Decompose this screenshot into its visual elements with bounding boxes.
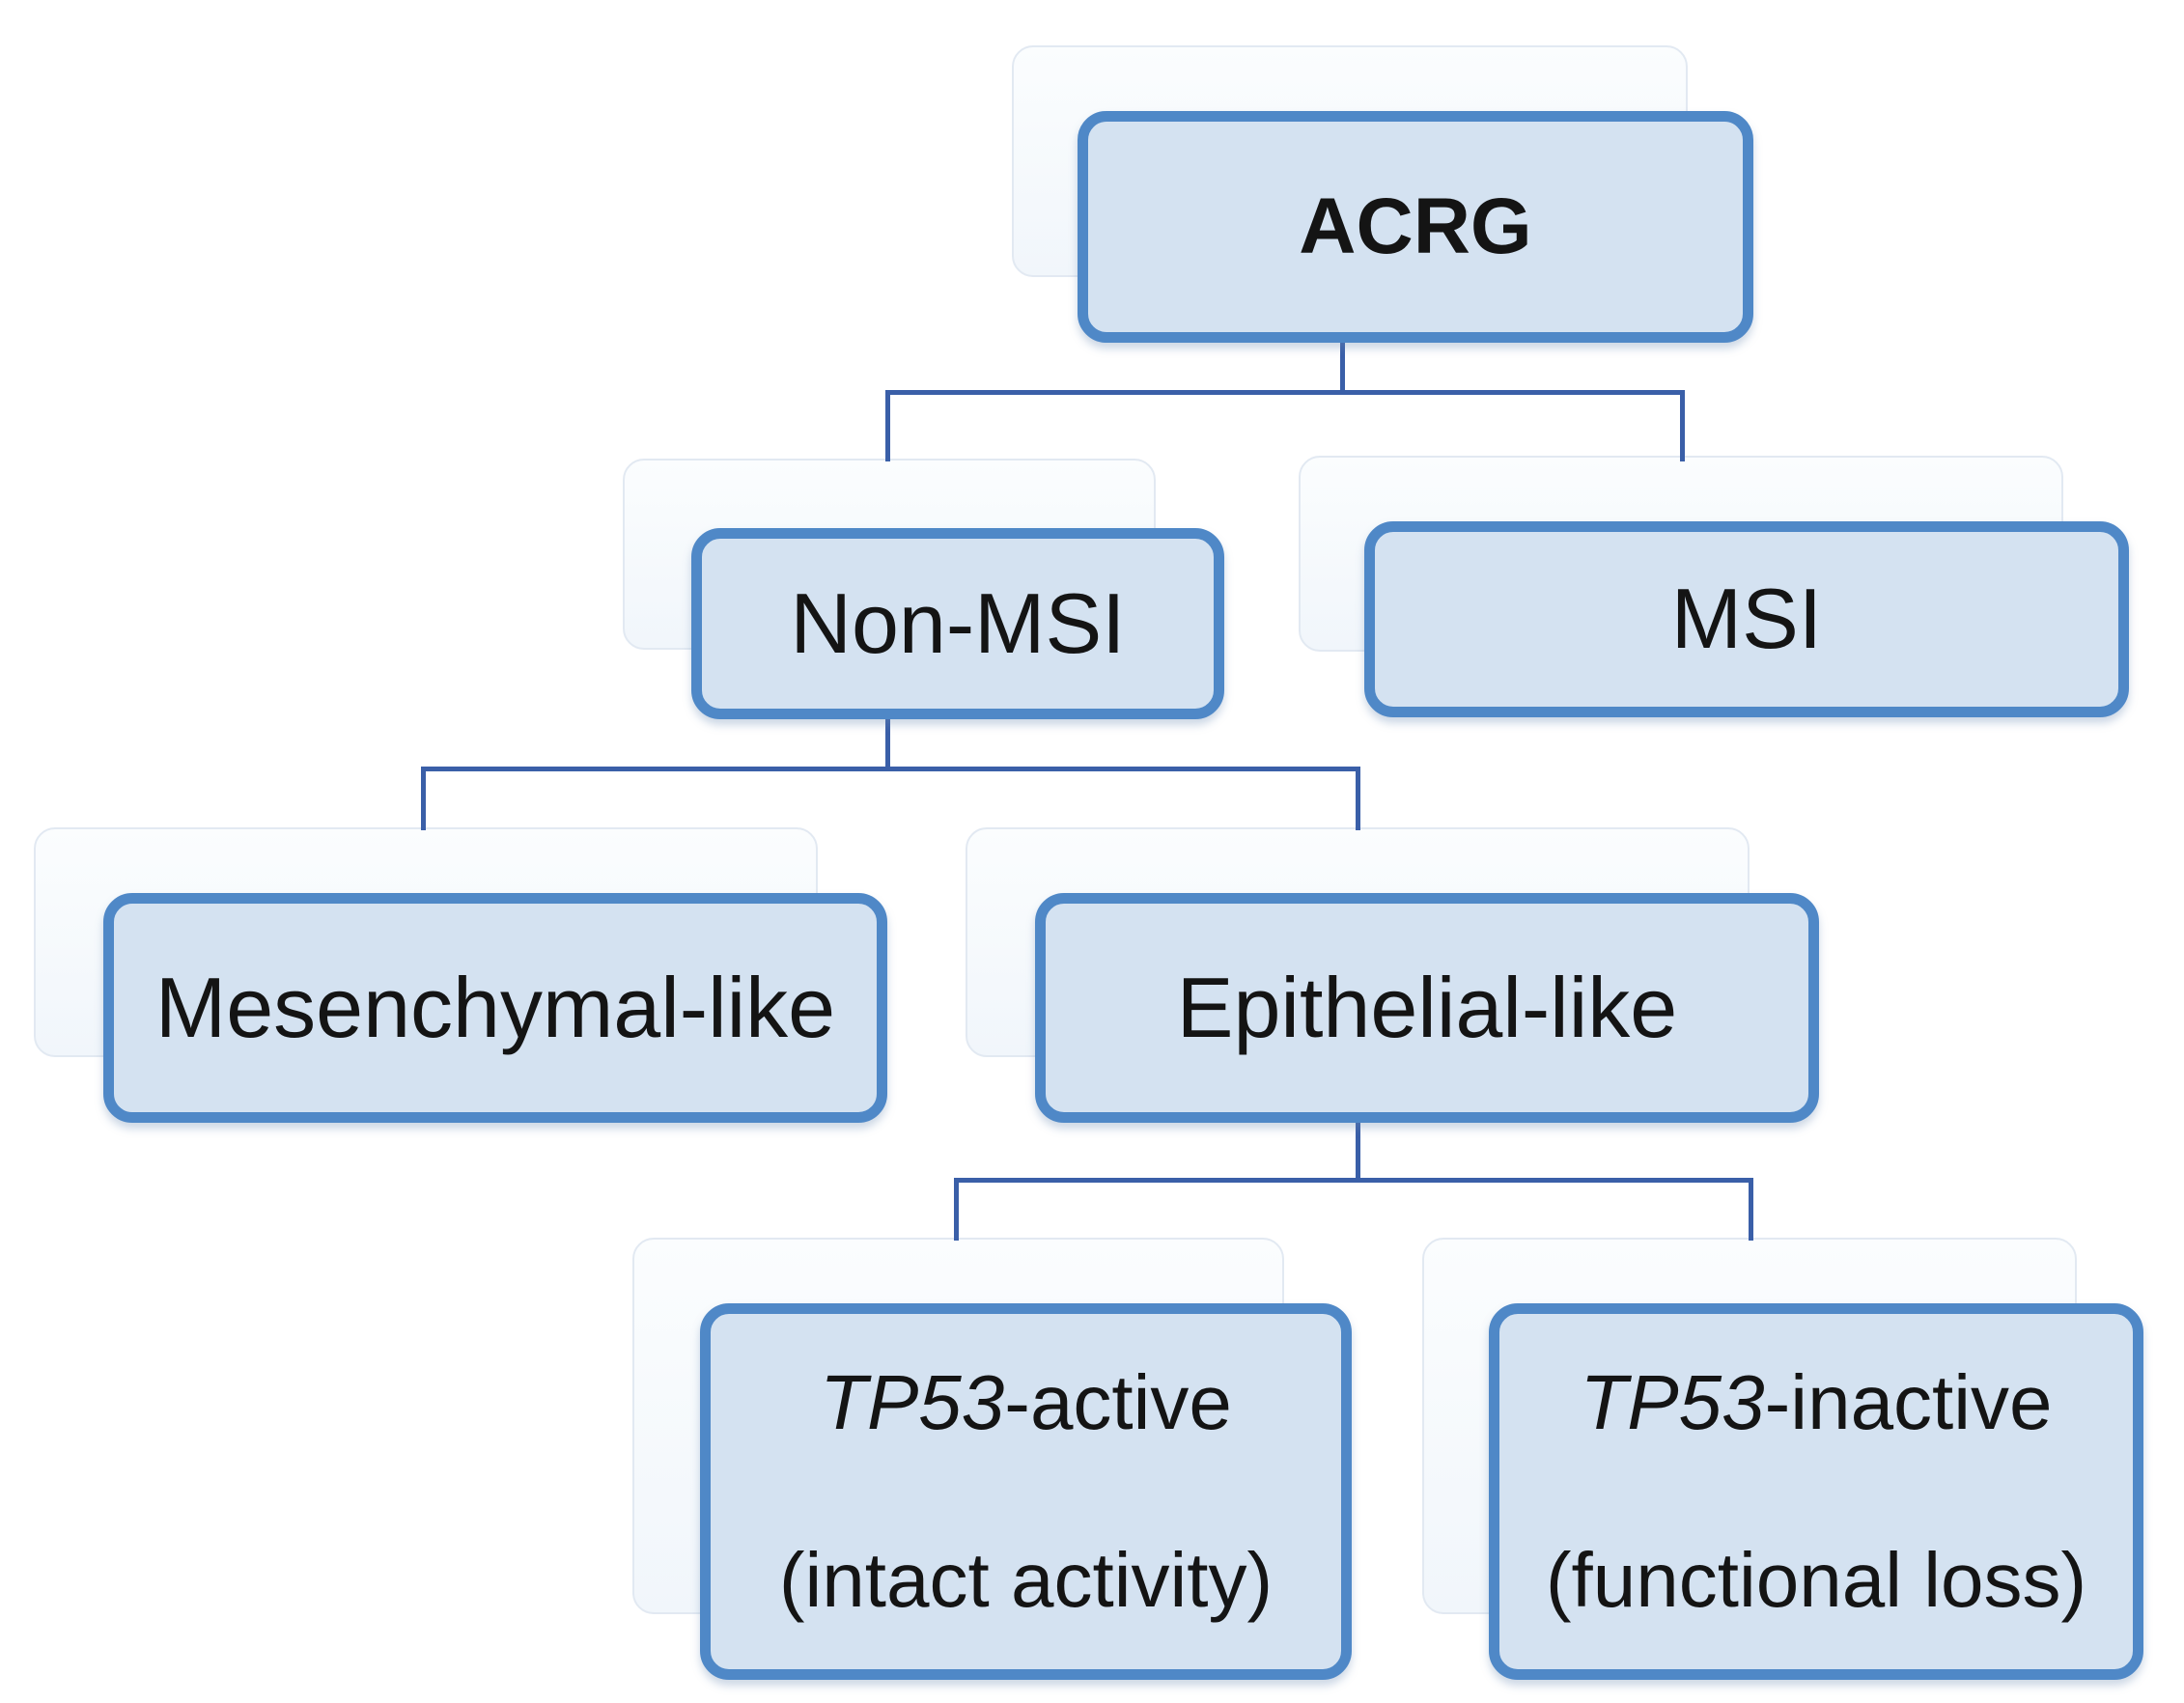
node-mesenchymal-like: Mesenchymal-like bbox=[103, 893, 887, 1123]
node-acrg-label: ACRG bbox=[1299, 181, 1532, 270]
tp53-inactive-suffix: -inactive bbox=[1764, 1359, 2053, 1445]
tp53-active-suffix: -active bbox=[1004, 1359, 1232, 1445]
connector-non-msi-crossbar bbox=[423, 767, 1360, 771]
node-msi: MSI bbox=[1364, 521, 2129, 717]
node-tp53-inactive: TP53-inactive (functional loss) bbox=[1489, 1303, 2143, 1680]
connector-drop-tp53-inactive bbox=[1749, 1178, 1753, 1241]
connector-non-msi-stem bbox=[885, 717, 890, 771]
connector-epithelial-stem bbox=[1356, 1121, 1360, 1183]
node-tp53-active-title: TP53-active bbox=[820, 1362, 1232, 1443]
connector-drop-epithelial bbox=[1356, 767, 1360, 830]
node-msi-label: MSI bbox=[1670, 571, 1823, 667]
node-non-msi-label: Non-MSI bbox=[790, 574, 1126, 671]
node-epithelial-like: Epithelial-like bbox=[1035, 893, 1819, 1123]
connector-drop-mesenchymal bbox=[421, 767, 426, 830]
node-tp53-inactive-qualifier: (functional loss) bbox=[1545, 1537, 2087, 1623]
node-epithelial-like-label: Epithelial-like bbox=[1176, 959, 1678, 1055]
node-mesenchymal-like-label: Mesenchymal-like bbox=[154, 959, 836, 1055]
connector-drop-msi bbox=[1680, 390, 1685, 461]
node-tp53-active-qualifier: (intact activity) bbox=[778, 1537, 1274, 1623]
connector-drop-non-msi bbox=[885, 390, 890, 461]
connector-epithelial-crossbar bbox=[956, 1178, 1753, 1183]
node-acrg: ACRG bbox=[1078, 111, 1753, 343]
connector-acrg-crossbar bbox=[887, 390, 1685, 395]
node-tp53-active: TP53-active (intact activity) bbox=[700, 1303, 1352, 1680]
tp53-gene-symbol: TP53 bbox=[1580, 1359, 1765, 1445]
connector-drop-tp53-active bbox=[954, 1178, 959, 1241]
node-tp53-inactive-title: TP53-inactive bbox=[1580, 1362, 2052, 1443]
tp53-gene-symbol: TP53 bbox=[820, 1359, 1005, 1445]
node-non-msi: Non-MSI bbox=[691, 528, 1224, 719]
connector-acrg-stem bbox=[1340, 341, 1345, 395]
